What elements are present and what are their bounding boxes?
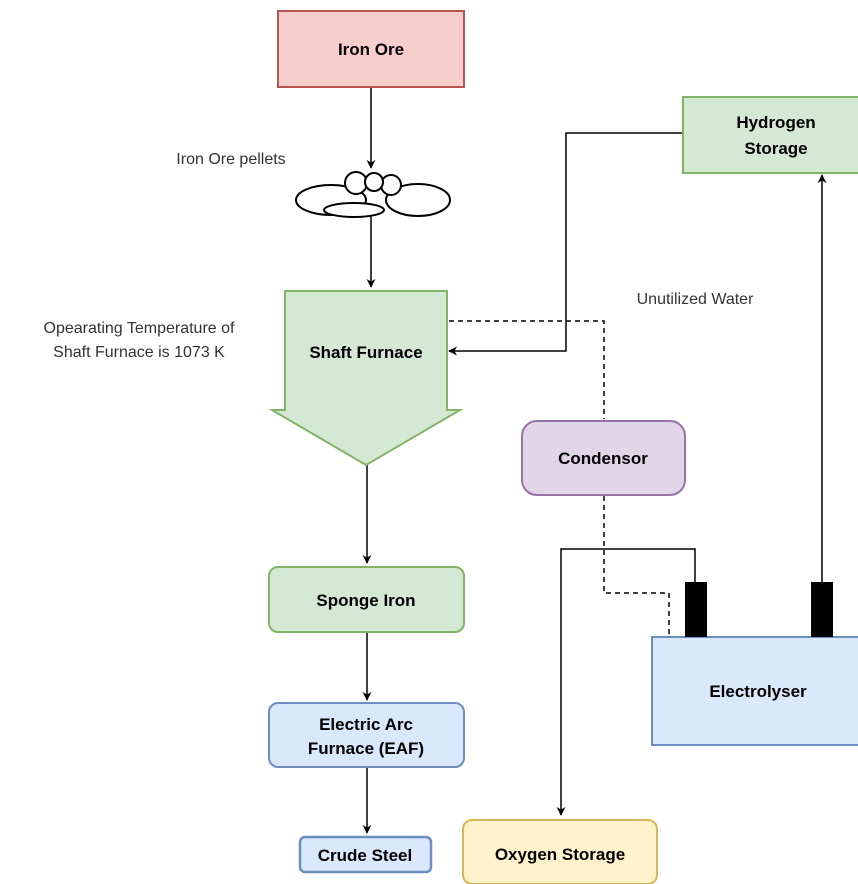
node-eaf[interactable]: Electric Arc Furnace (EAF) xyxy=(268,702,465,768)
operating-temp-line2: Shaft Furnace is 1073 K xyxy=(53,344,225,361)
connectors xyxy=(362,87,827,834)
crude-steel-label: Crude Steel xyxy=(318,846,412,865)
sponge-iron-box xyxy=(268,566,465,633)
node-crude-steel[interactable]: Crude Steel xyxy=(298,835,433,874)
shaft-furnace-label: Shaft Furnace xyxy=(309,343,422,362)
node-oxygen-storage[interactable]: Oxygen Storage xyxy=(462,819,658,884)
iron-ore-box xyxy=(277,10,465,88)
hydrogen-storage-label-line1: Hydrogen xyxy=(736,113,815,132)
eaf-box xyxy=(268,702,465,768)
condensor-box xyxy=(521,420,686,496)
electrolyser-electrode-right xyxy=(811,582,833,637)
shaft-furnace-shape xyxy=(268,290,464,467)
unutilized-water-annotation: Unutilized Water xyxy=(637,291,754,308)
node-iron-ore[interactable]: Iron Ore xyxy=(277,10,465,88)
operating-temp-line1: Opearating Temperature of xyxy=(44,320,235,337)
electrolyser-electrode-left xyxy=(685,582,707,637)
edge-electrolyser-to-oxygen xyxy=(556,548,696,816)
node-shaft-furnace[interactable]: Shaft Furnace xyxy=(268,290,464,467)
crude-steel-box xyxy=(298,835,433,874)
node-hydrogen-storage[interactable]: Hydrogen Storage xyxy=(682,96,858,174)
node-electrolyser[interactable]: Electrolyser xyxy=(651,582,858,746)
condensor-label: Condensor xyxy=(558,449,648,468)
node-sponge-iron[interactable]: Sponge Iron xyxy=(268,566,465,633)
iron-ore-label: Iron Ore xyxy=(338,40,404,59)
pellets-icon xyxy=(295,171,451,218)
sponge-iron-label: Sponge Iron xyxy=(316,591,415,610)
hydrogen-storage-label-line2: Storage xyxy=(744,139,807,158)
hydrogen-storage-box xyxy=(682,96,858,174)
electrolyser-box xyxy=(651,636,858,746)
pellets-annotation: Iron Ore pellets xyxy=(176,151,285,168)
eaf-label-line2: Furnace (EAF) xyxy=(308,739,424,758)
electrolyser-label: Electrolyser xyxy=(709,682,807,701)
node-condensor[interactable]: Condensor xyxy=(521,420,686,496)
eaf-label-line1: Electric Arc xyxy=(319,715,413,734)
edge-hydrogen-to-furnace xyxy=(448,132,683,356)
oxygen-storage-label: Oxygen Storage xyxy=(495,845,625,864)
oxygen-storage-box xyxy=(462,819,658,884)
edge-furnace-to-condensor xyxy=(449,320,605,419)
edge-condensor-to-electrolyser xyxy=(603,496,670,637)
